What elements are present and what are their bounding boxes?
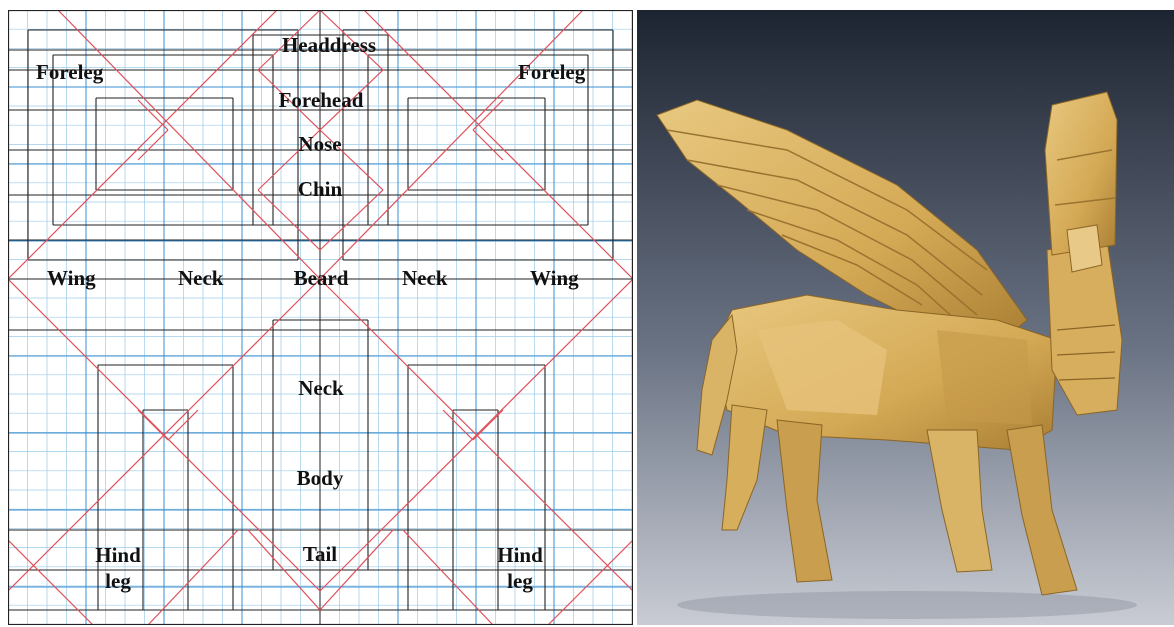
label-forehead: Forehead	[279, 89, 364, 111]
label-body: Body	[297, 467, 344, 489]
label-hind-leg-right: Hind leg	[497, 542, 543, 594]
label-headdress: Headdress	[282, 34, 376, 56]
label-chin: Chin	[298, 178, 342, 200]
label-nose: Nose	[298, 133, 341, 155]
origami-photo	[637, 10, 1174, 625]
label-foreleg-left: Foreleg	[36, 61, 103, 83]
label-neck-left: Neck	[178, 267, 224, 289]
label-hind-leg-left: Hind leg	[95, 542, 141, 594]
label-beard: Beard	[294, 267, 349, 289]
label-foreleg-right: Foreleg	[518, 61, 585, 83]
shadow	[677, 591, 1137, 619]
label-neck-center: Neck	[298, 377, 344, 399]
label-tail: Tail	[303, 543, 337, 565]
label-wing-right: Wing	[530, 267, 579, 289]
label-neck-right: Neck	[402, 267, 448, 289]
label-wing-left: Wing	[47, 267, 96, 289]
